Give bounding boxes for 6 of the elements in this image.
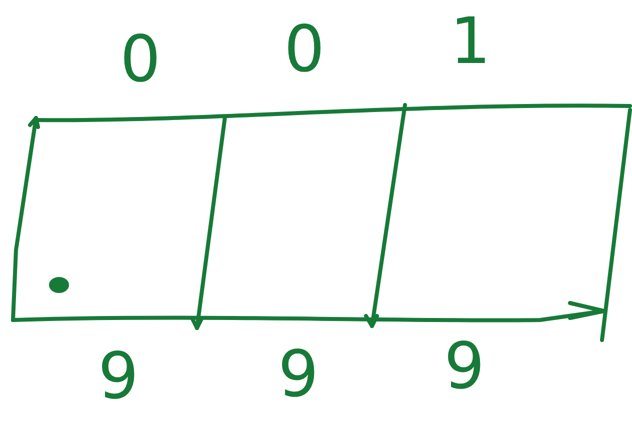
digit-label: 9 [278,343,319,407]
digit-label: 9 [444,335,485,399]
bit-label: 1 [450,10,491,74]
bit-label: 0 [284,18,325,82]
bit-label: 0 [120,28,161,92]
digit-label: 9 [98,345,139,409]
